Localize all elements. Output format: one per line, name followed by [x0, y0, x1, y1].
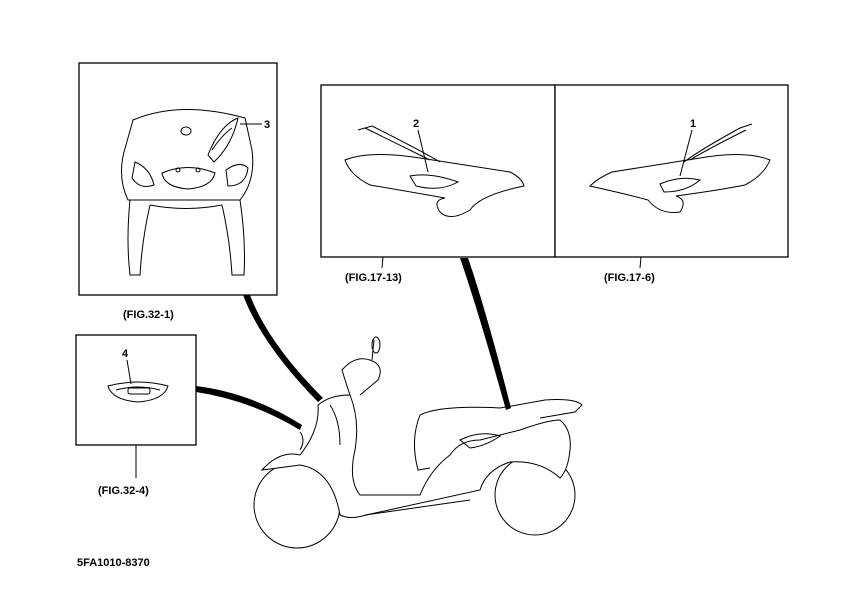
caption-fig-17-13: (FIG.17-13) — [345, 272, 402, 284]
caption-fig-32-4: (FIG.32-4) — [98, 485, 149, 497]
right-side-cover-part — [589, 123, 771, 213]
callout-leader-1 — [679, 129, 693, 177]
emblem-part — [107, 381, 169, 403]
callout-2: 2 — [413, 118, 419, 130]
figure-32-4: 4 (FIG.32-4) — [75, 334, 197, 497]
callout-4: 4 — [122, 348, 129, 360]
left-side-cover-part — [344, 125, 525, 217]
figure-17-13: 2 (FIG.17-13) — [320, 84, 556, 284]
figure-17-6: 1 (FIG.17-6) — [554, 84, 789, 284]
callout-leader-4 — [126, 359, 132, 385]
caption-fig-32-1: (FIG.32-1) — [123, 309, 174, 321]
figure-32-1: 3 (FIG.32-1) — [78, 62, 278, 321]
scooter-outline — [253, 336, 583, 549]
front-cover-part — [121, 108, 254, 276]
callout-1: 1 — [690, 118, 696, 130]
callout-leader-2 — [417, 129, 429, 173]
callout-3: 3 — [264, 119, 270, 131]
caption-fig-17-6: (FIG.17-6) — [604, 272, 655, 284]
leader-bands — [196, 258, 511, 430]
part-code: 5FA1010-8370 — [77, 557, 150, 569]
